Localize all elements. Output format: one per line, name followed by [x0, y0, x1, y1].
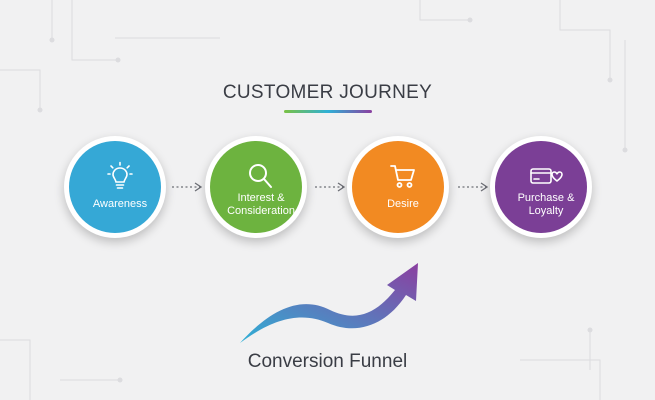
conversion-arrow — [240, 263, 418, 343]
step-disc: Purchase & Loyalty — [495, 141, 587, 233]
step-disc: Desire — [352, 141, 444, 233]
lightbulb-icon — [107, 161, 133, 189]
step-desire: Desire — [347, 136, 449, 238]
step-label: Awareness — [92, 198, 148, 210]
credit-card-heart-icon — [530, 168, 563, 184]
connector-arrow — [456, 180, 492, 194]
funnel-label: Conversion Funnel — [247, 351, 408, 372]
step-interest-consideration: Interest & Consideration — [205, 136, 307, 238]
step-label: Purchase & Loyalty — [517, 192, 575, 217]
title-underline — [284, 110, 372, 113]
connector-arrow — [313, 180, 349, 194]
diagram-title: CUSTOMER JOURNEY — [222, 82, 433, 103]
connector-arrow — [170, 180, 206, 194]
step-purchase-loyalty: Purchase & Loyalty — [490, 136, 592, 238]
step-disc: Interest & Consideration — [210, 141, 302, 233]
step-label: Interest & Consideration — [227, 192, 295, 217]
magnifier-icon — [249, 164, 272, 188]
step-disc: Awareness — [69, 141, 161, 233]
step-awareness: Awareness — [64, 136, 166, 238]
shopping-cart-icon — [390, 165, 415, 188]
step-label: Desire — [387, 198, 419, 210]
